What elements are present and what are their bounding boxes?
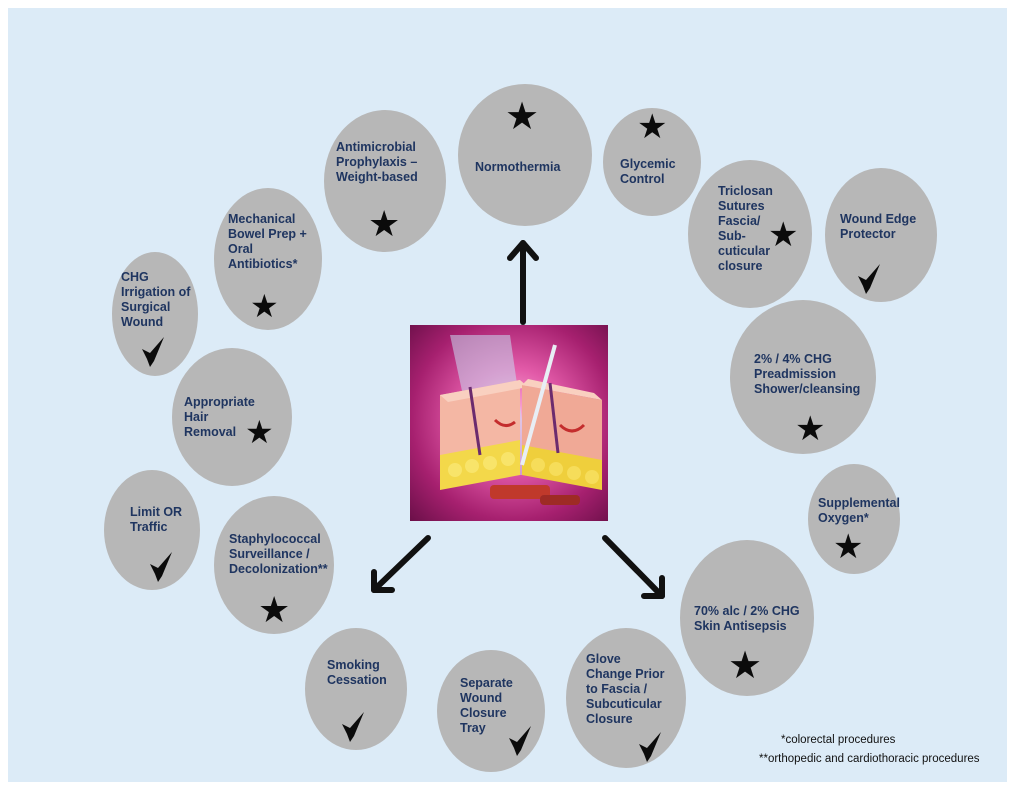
node-bowel-prep: [214, 188, 322, 330]
star-icon: ★: [245, 414, 274, 450]
node-antimicrobial: [324, 110, 446, 252]
node-label-normothermia: Normothermia: [475, 160, 561, 174]
node-glove-change: [566, 628, 686, 768]
check-mark-icon: [140, 335, 166, 369]
node-label-triclosan: Triclosan Sutures Fascia/ Sub- cuticular…: [718, 184, 773, 273]
footnote-ortho-cardio: **orthopedic and cardiothoracic procedur…: [759, 753, 980, 765]
check-mark-icon: [340, 710, 366, 744]
node-staph: [214, 496, 334, 634]
node-preadmission: [730, 300, 876, 454]
check-mark-icon: [148, 550, 174, 584]
node-label-hair-removal: Appropriate Hair Removal: [184, 395, 255, 439]
node-oxygen: [808, 464, 900, 574]
footnote-colorectal: *colorectal procedures: [781, 734, 896, 746]
node-label-glove-change: Glove Change Prior to Fascia / Subcuticu…: [586, 652, 665, 726]
node-label-antimicrobial: Antimicrobial Prophylaxis – Weight-based: [336, 140, 418, 184]
node-label-bowel-prep: Mechanical Bowel Prep + Oral Antibiotics…: [228, 212, 307, 271]
node-label-smoking: Smoking Cessation: [327, 658, 387, 687]
node-hair-removal: [172, 348, 292, 486]
star-icon: ★: [637, 108, 668, 146]
node-normothermia: [458, 84, 592, 226]
node-glycemic: [603, 108, 701, 216]
star-icon: ★: [505, 96, 540, 138]
node-skin-antisepsis: [680, 540, 814, 696]
node-closure-tray: [437, 650, 545, 772]
node-limit-or: [104, 470, 200, 590]
star-icon: ★: [795, 410, 826, 448]
arrow-down-left: [371, 535, 431, 593]
node-label-glycemic: Glycemic Control: [620, 157, 676, 186]
node-label-limit-or: Limit OR Traffic: [130, 505, 183, 534]
node-label-wound-edge: Wound Edge Protector: [840, 212, 917, 241]
star-icon: ★: [250, 288, 279, 324]
star-icon: ★: [368, 203, 401, 244]
star-icon: ★: [258, 589, 291, 630]
node-label-chg-irrigation: CHG Irrigation of Surgical Wound: [121, 270, 191, 329]
arrow-up: [507, 240, 539, 325]
check-mark-icon: [637, 730, 663, 764]
node-label-staph: Staphylococcal Surveillance / Decoloniza…: [229, 532, 328, 576]
node-wound-edge: [825, 168, 937, 302]
check-mark-icon: [856, 262, 882, 296]
star-icon: ★: [833, 528, 864, 566]
skin-layers-cross-section-icon: [410, 325, 608, 521]
check-mark-icon: [507, 724, 533, 758]
node-label-oxygen: Supplemental Oxygen*: [818, 496, 900, 525]
node-label-skin-antisepsis: 70% alc / 2% CHG Skin Antisepsis: [694, 604, 800, 633]
star-icon: ★: [728, 645, 763, 687]
node-label-preadmission: 2% / 4% CHG Preadmission Shower/cleansin…: [754, 352, 861, 396]
node-triclosan: [688, 160, 812, 308]
star-icon: ★: [768, 216, 799, 254]
arrow-down-right: [602, 535, 665, 599]
node-label-closure-tray: Separate Wound Closure Tray: [460, 676, 513, 735]
